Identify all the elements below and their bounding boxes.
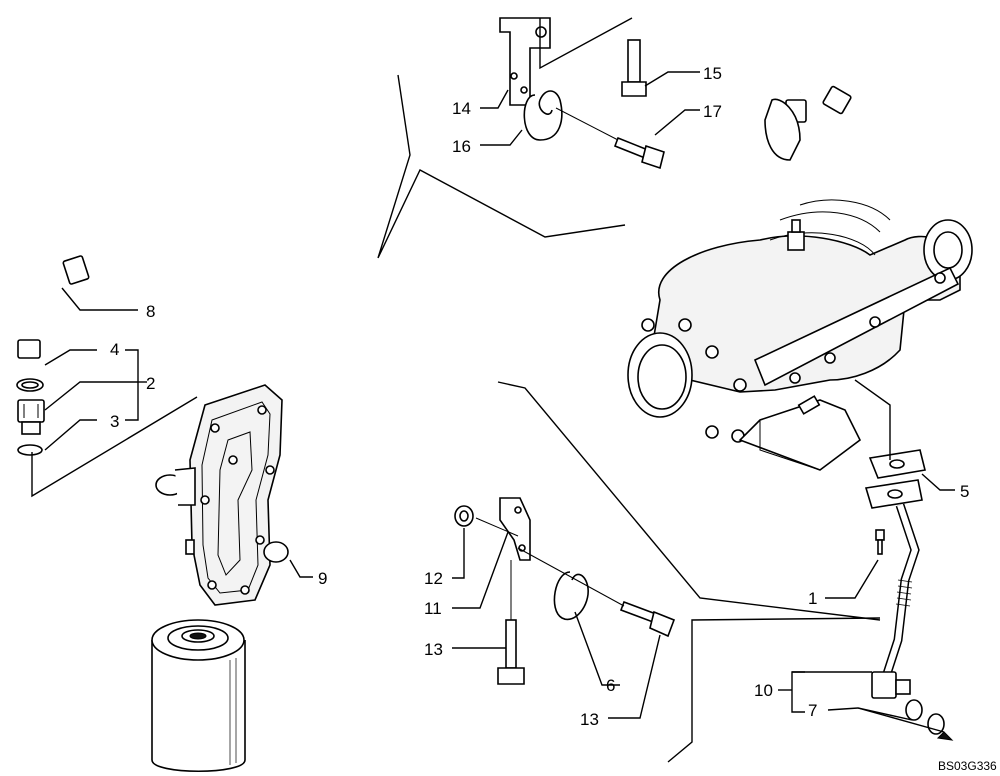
oil-return-pipe [871, 503, 920, 699]
callout-13b: 13 [580, 710, 599, 729]
upper-bracket-group [499, 17, 665, 170]
callout-15: 15 [703, 64, 722, 83]
gaskets [864, 449, 926, 509]
callout-5: 5 [960, 482, 969, 501]
plug [263, 541, 289, 563]
lower-bracket-group [454, 497, 676, 685]
o-ring-1 [905, 699, 923, 721]
callout-2: 2 [146, 374, 155, 393]
filter-head-plate [155, 384, 283, 606]
fitting-assembly [16, 378, 45, 456]
callout-11: 11 [424, 599, 442, 618]
bolt-1 [875, 529, 885, 555]
callout-17: 17 [703, 102, 722, 121]
callout-14: 14 [452, 99, 471, 118]
callout-16: 16 [452, 137, 471, 156]
callout-8: 8 [146, 302, 155, 321]
callout-6: 6 [606, 676, 615, 695]
callout-7: 7 [808, 701, 817, 720]
callout-10: 10 [754, 681, 773, 700]
oil-filter [151, 619, 246, 773]
callout-4: 4 [110, 340, 119, 359]
leader-lines [31, 17, 955, 763]
callout-labels: 1 2 3 4 5 6 7 8 9 10 11 12 13 13 14 15 1… [110, 64, 969, 729]
oil-feed-pipe [17, 85, 852, 359]
callout-1: 1 [808, 589, 817, 608]
callout-9: 9 [318, 569, 327, 588]
drawing-reference: BS03G336 [938, 759, 997, 773]
callout-13a: 13 [424, 640, 443, 659]
callout-3: 3 [110, 412, 119, 431]
turbocharger [627, 98, 973, 471]
callout-12: 12 [424, 569, 443, 588]
